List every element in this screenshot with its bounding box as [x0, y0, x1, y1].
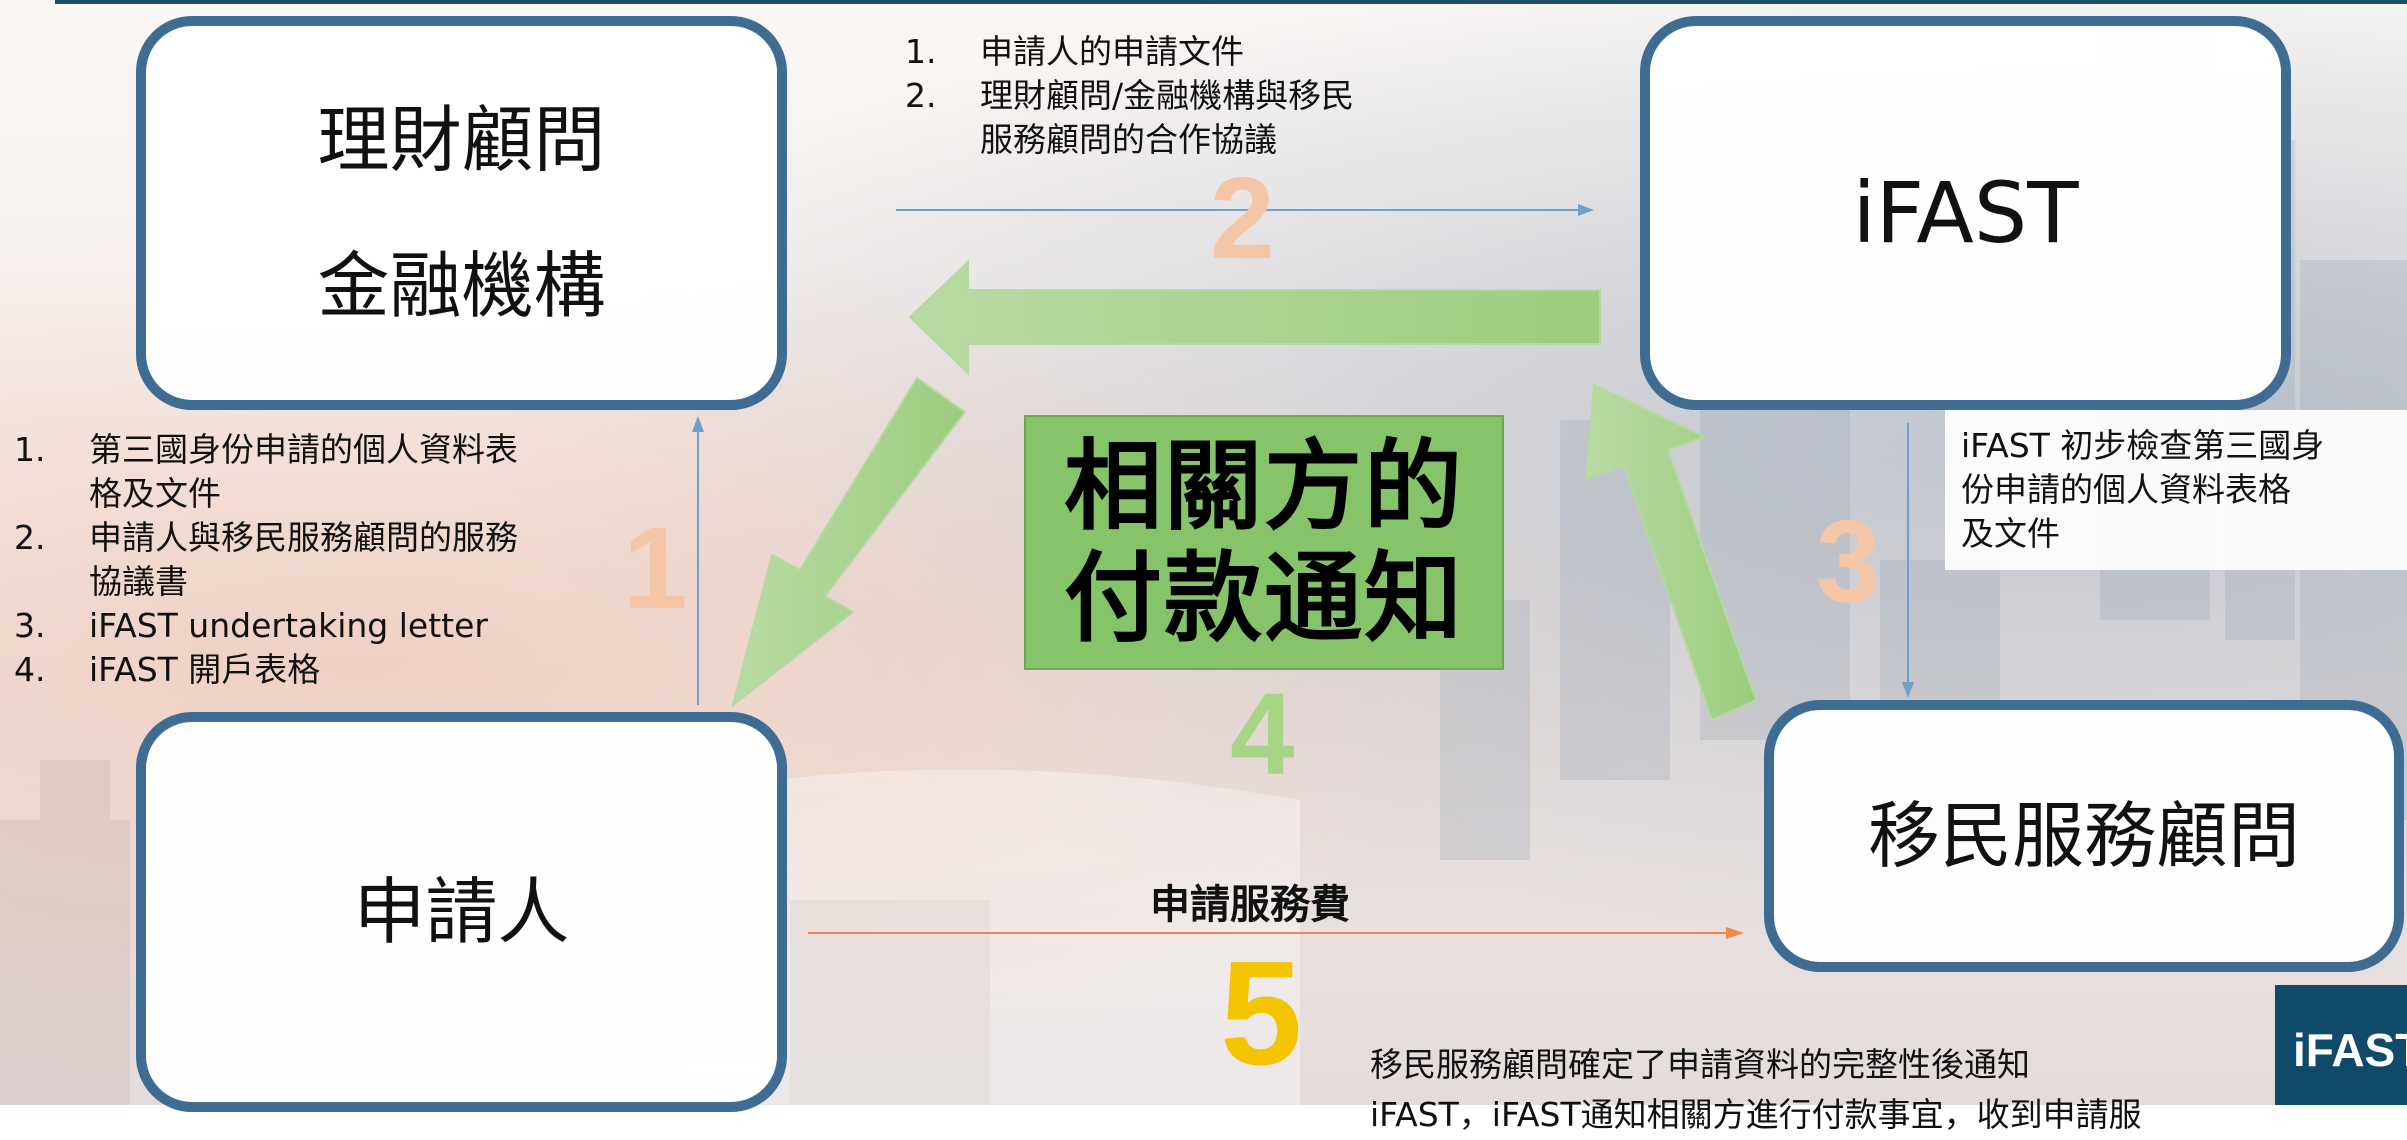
green-arrow-consultant-to-ifast	[1584, 383, 1758, 722]
list-item: 2. 理財顧問/金融機構與移民服務顧問的合作協議	[905, 74, 1455, 162]
list-item-number: 1.	[14, 430, 46, 469]
flow-arrows	[692, 204, 1914, 939]
applicant-box: 申請人	[136, 712, 787, 1112]
step-number-2: 2	[1210, 153, 1275, 283]
logo-text: iFAST	[2293, 1024, 2407, 1076]
list-item-number: 2.	[14, 518, 46, 557]
list-item-line: 服務顧問的合作協議	[980, 120, 1277, 159]
list-item-text: iFAST 開戶表格	[89, 648, 320, 692]
ifast-box: iFAST	[1640, 16, 2291, 410]
green-arrow-ifast-to-advisor	[908, 259, 1601, 376]
step3-note-line: 及文件	[1961, 514, 2060, 553]
list-item-line: 申請人的申請文件	[980, 32, 1244, 71]
list-item: 3. iFAST undertaking letter	[14, 604, 604, 648]
immigration-consultant-box: 移民服務顧問	[1764, 700, 2404, 972]
step5-note-line: 移民服務顧問確定了申請資料的完整性後通知	[1370, 1045, 2030, 1084]
list-item-line: 第三國身份申請的個人資料表	[89, 430, 518, 469]
step-number-4: 4	[1230, 669, 1295, 799]
step3-note: iFAST 初步檢查第三國身 份申請的個人資料表格 及文件	[1945, 410, 2407, 570]
list-item-line: iFAST undertaking letter	[89, 606, 488, 645]
list-item-line: 申請人與移民服務顧問的服務	[89, 518, 518, 557]
list-item-text: 申請人與移民服務顧問的服務協議書	[89, 516, 518, 604]
advisor-label: 理財顧問	[317, 98, 606, 182]
list-item-text: 申請人的申請文件	[980, 30, 1244, 74]
top-rule	[55, 0, 2407, 4]
list-item-text: 第三國身份申請的個人資料表格及文件	[89, 428, 518, 516]
list-item-line: 格及文件	[89, 474, 221, 513]
step3-note-line: 份申請的個人資料表格	[1961, 470, 2291, 509]
service-fee-label: 申請服務費	[1150, 882, 1350, 928]
list-item: 4. iFAST 開戶表格	[14, 648, 604, 692]
payment-notice-line1: 相關方的	[1063, 429, 1464, 544]
step-number-1: 1	[623, 503, 688, 633]
list-item-line: iFAST 開戶表格	[89, 650, 321, 689]
payment-notice-line2: 付款通知	[1063, 541, 1464, 656]
ifast-logo: iFAST	[2275, 985, 2407, 1105]
step2-document-list: 1. 申請人的申請文件 2. 理財顧問/金融機構與移民服務顧問的合作協議	[905, 30, 1455, 162]
step1-document-list: 1. 第三國身份申請的個人資料表格及文件 2. 申請人與移民服務顧問的服務協議書 3. i…	[14, 428, 604, 692]
list-item: 2. 申請人與移民服務顧問的服務協議書	[14, 516, 604, 604]
list-item-line: 理財顧問/金融機構與移民	[980, 76, 1355, 115]
list-item: 1. 第三國身份申請的個人資料表格及文件	[14, 428, 604, 516]
list-item-number: 1.	[905, 32, 937, 71]
step-number-3: 3	[1816, 496, 1881, 626]
list-item-number: 4.	[14, 650, 46, 689]
list-item: 1. 申請人的申請文件	[905, 30, 1455, 74]
list-item-text: 理財顧問/金融機構與移民服務顧問的合作協議	[980, 74, 1354, 162]
step3-note-line: iFAST 初步檢查第三國身	[1961, 426, 2325, 465]
step-number-5: 5	[1220, 931, 1303, 1096]
step5-note: 移民服務顧問確定了申請資料的完整性後通知 iFAST，iFAST通知相關方進行付…	[1370, 1040, 2230, 1140]
list-item-number: 2.	[905, 76, 937, 115]
ifast-label: iFAST	[1852, 164, 2079, 262]
consultant-label: 移民服務顧問	[1867, 794, 2300, 878]
applicant-label: 申請人	[353, 870, 570, 954]
list-item-line: 協議書	[89, 562, 188, 601]
list-item-text: iFAST undertaking letter	[89, 604, 488, 648]
green-arrow-to-applicant	[731, 376, 967, 708]
step5-note-line: iFAST，iFAST通知相關方進行付款事宜，收到申請服	[1370, 1095, 2142, 1134]
payment-notice-box: 相關方的 付款通知	[1024, 415, 1504, 670]
financial-institution-label: 金融機構	[317, 244, 606, 328]
financial-advisor-box: 理財顧問 金融機構	[136, 16, 787, 410]
list-item-number: 3.	[14, 606, 46, 645]
